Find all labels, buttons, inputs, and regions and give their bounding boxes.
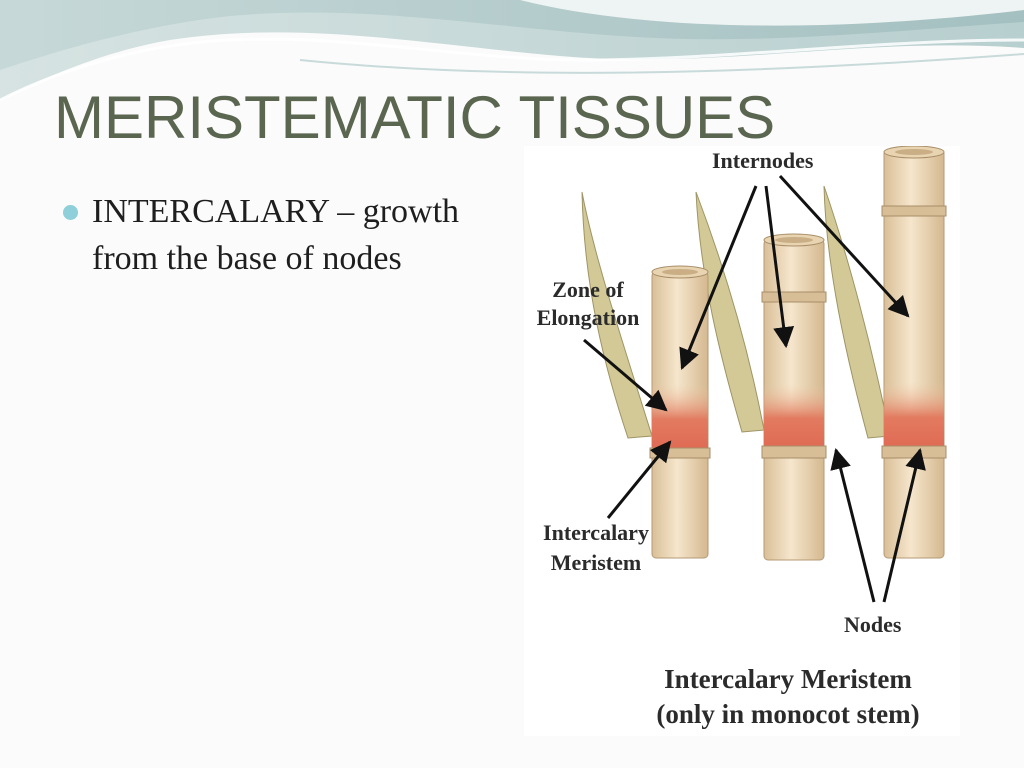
arrow-nodes-2 [882,447,926,603]
bullet-dot-icon [63,205,78,220]
leaf-1 [581,191,653,439]
caption-line1: Intercalary Meristem [664,664,912,694]
bullet-list: INTERCALARY – growth from the base of no… [60,188,480,282]
arrow-intercalary [606,440,672,519]
label-zone-line1: Zone of [552,277,624,302]
leaf-3 [823,185,891,439]
arrow-internodes-2 [764,185,795,349]
arrow-internodes-1 [679,185,758,370]
decorative-wave-header [0,0,1024,102]
stem-1 [649,265,711,559]
label-intercalary-line1: Intercalary [543,520,649,545]
label-intercalary-meristem: Intercalary Meristem [526,518,666,578]
slide-title: MERISTEMATIC TISSUES [54,84,776,151]
stem-3 [881,146,947,559]
arrow-nodes-1 [830,447,876,603]
intercalary-meristem-diagram: Internodes Zone of Elongation Intercalar… [524,146,960,736]
caption-line2: (only in monocot stem) [656,699,920,729]
label-zone-line2: Elongation [536,305,640,330]
stem-illustration [581,146,947,603]
bullet-item: INTERCALARY – growth from the base of no… [60,188,480,282]
bullet-text: INTERCALARY – growth from the base of no… [92,193,460,277]
label-intercalary-line2: Meristem [550,550,642,575]
arrow-zone [583,338,668,412]
stem-2 [761,233,827,561]
label-nodes: Nodes [844,612,902,637]
label-internodes: Internodes [712,148,814,173]
figure-caption: Intercalary Meristem (only in monocot st… [620,662,956,732]
label-zone-of-elongation: Zone of Elongation [526,276,650,332]
arrow-internodes-3 [778,174,910,318]
